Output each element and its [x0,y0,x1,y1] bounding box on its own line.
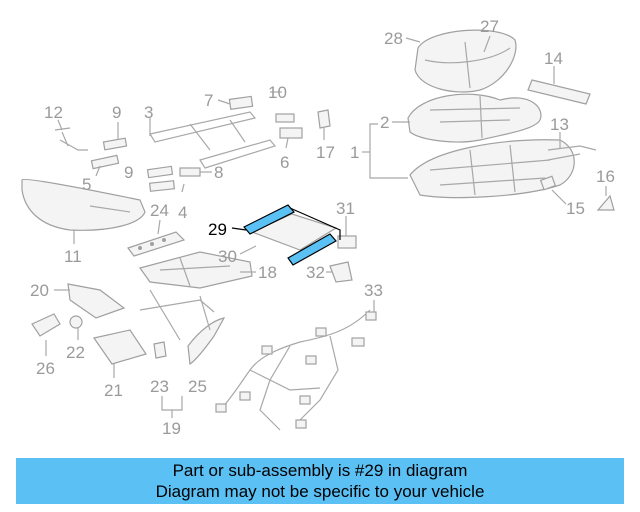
callout-1: 1 [350,143,359,162]
callout-5: 5 [82,175,91,194]
callout-24: 24 [150,201,169,220]
banner-line-disclaimer: Diagram may not be specific to your vehi… [155,482,485,501]
callout-18: 18 [258,263,277,282]
seat-frame-lower-part [409,139,575,199]
callout-3: 3 [144,103,153,122]
callout-2: 2 [380,113,389,132]
callout-23: 23 [150,377,169,396]
pad-9-part [102,137,174,179]
callout-12: 12 [44,103,63,122]
callout-13: 13 [550,115,569,134]
small-parts-7-10-6-17 [228,95,331,139]
bracket-12-part [54,127,88,151]
highlighted-part-29 [231,204,341,266]
callout-33: 33 [364,281,383,300]
cover-16-part [596,194,615,211]
clip-15-part [539,175,557,191]
callout-31: 31 [336,199,355,218]
callout-6: 6 [280,153,289,172]
callout-14: 14 [544,49,563,68]
callout-30: 30 [218,247,237,266]
callout-9b: 9 [124,163,133,182]
callout-16: 16 [596,167,615,186]
callout-4: 4 [178,203,187,222]
parts-31-32 [329,235,357,283]
frame-18-part [139,251,253,289]
callout-8: 8 [214,163,223,182]
banner-line-part-number: Part or sub-assembly is #29 in diagram [172,461,468,480]
callout-32: 32 [306,263,325,282]
callout-21: 21 [104,381,123,400]
seat-cushion-part [414,29,517,93]
callout-9a: 9 [112,103,121,122]
callout-26: 26 [36,359,55,378]
cover-20-part [67,283,126,319]
callout-19: 19 [162,419,181,438]
rail-3-part [149,111,277,169]
callout-28: 28 [384,29,403,48]
callout-11: 11 [64,247,82,266]
parts-diagram: 28 27 14 2 1 13 16 15 12 9 3 7 10 17 6 5… [21,17,615,438]
link-13-part [547,145,597,161]
callout-29: 29 [208,220,227,239]
small-parts-26-22-21 [31,313,147,365]
callout-17: 17 [316,143,335,162]
callout-22: 22 [66,343,85,362]
pad-5-part [90,154,120,170]
callout-27: 27 [480,17,499,36]
callout-15: 15 [566,199,585,218]
seat-frame-upper-part [407,93,542,143]
wiring-harness-33-part [215,309,377,431]
side-trim-11-part [21,178,146,231]
info-banner: Part or sub-assembly is #29 in diagram D… [16,458,624,504]
bracket-24-part [127,231,186,257]
bracket-14-part [527,79,591,105]
callout-10: 10 [268,83,287,102]
callout-7: 7 [204,91,213,110]
callout-25: 25 [188,377,207,396]
callout-20: 20 [30,281,49,300]
parts-23-25 [139,289,226,366]
